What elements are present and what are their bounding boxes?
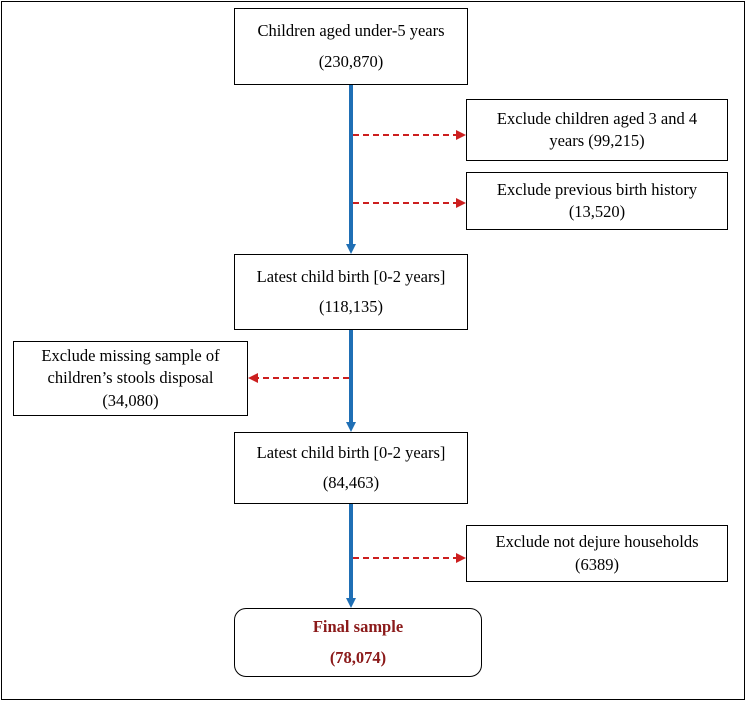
step3-box: Latest child birth [0-2 years] (84,463) xyxy=(234,432,468,504)
exclude-stools-line1: Exclude missing sample of xyxy=(41,346,220,366)
exclude-stools-line3: (34,080) xyxy=(102,390,159,410)
step3-label: Latest child birth [0-2 years] xyxy=(256,442,446,462)
final-sample-box: Final sample (78,074) xyxy=(234,608,482,677)
start-box: Children aged under-5 years (230,870) xyxy=(234,8,468,85)
exclude-stools-line2: children’s stools disposal xyxy=(47,368,214,388)
start-label: Children aged under-5 years xyxy=(257,21,445,41)
exclude-history-box: Exclude previous birth history (13,520) xyxy=(466,172,728,230)
final-count: (78,074) xyxy=(329,647,387,667)
exclude-stools-box: Exclude missing sample of children’s sto… xyxy=(13,341,248,416)
step2-box: Latest child birth [0-2 years] (118,135) xyxy=(234,254,468,330)
exclude-history-line1: Exclude previous birth history xyxy=(496,179,698,199)
exclude-age-line2: years (99,215) xyxy=(549,131,645,150)
step2-label: Latest child birth [0-2 years] xyxy=(256,266,446,286)
start-count: (230,870) xyxy=(318,51,384,71)
exclude-history-line2: (13,520) xyxy=(568,202,626,221)
exclude-age-line1: Exclude children aged 3 and 4 xyxy=(496,108,698,128)
step3-count: (84,463) xyxy=(322,473,380,492)
exclude-dejure-line2: (6389) xyxy=(575,554,619,574)
exclude-dejure-line1: Exclude not dejure households xyxy=(495,532,699,552)
step2-count: (118,135) xyxy=(318,297,383,316)
exclude-age-box: Exclude children aged 3 and 4 years (99,… xyxy=(466,99,728,161)
exclude-dejure-box: Exclude not dejure households (6389) xyxy=(466,525,728,582)
final-label: Final sample xyxy=(312,617,404,637)
